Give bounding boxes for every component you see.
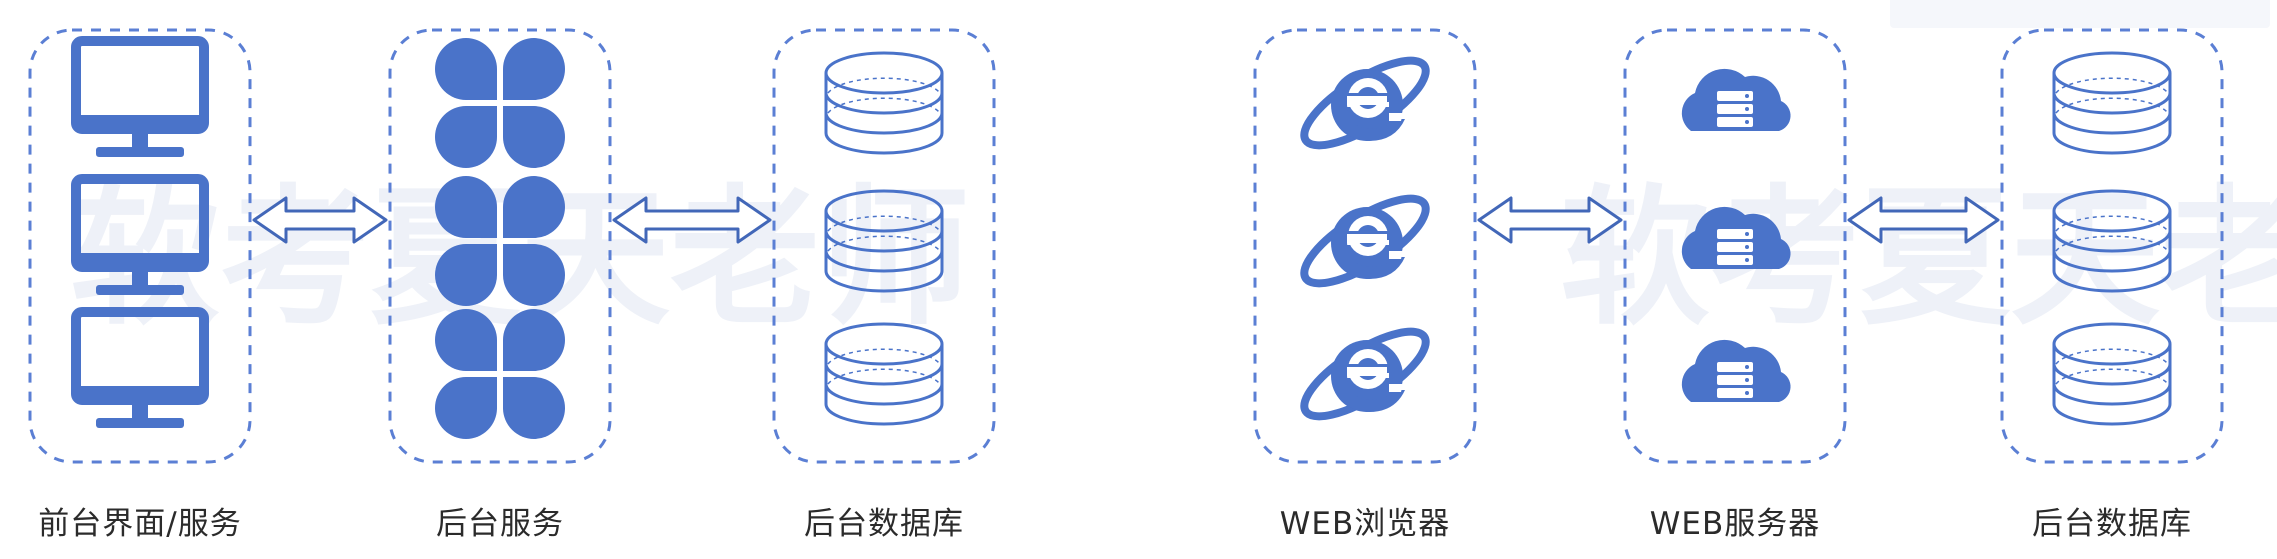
service-group-box (388, 28, 612, 464)
cloud-server-icon (1681, 68, 1791, 131)
node-label-webserver: WEB服务器 (1649, 506, 1821, 542)
database-icon (824, 51, 944, 155)
node-label-service: 后台服务 (436, 506, 564, 542)
bidirectional-arrow (1477, 196, 1623, 244)
node-label-database: 后台数据库 (2032, 506, 2192, 542)
node-label-client: 前台界面/服务 (38, 506, 242, 542)
monitor-icon (76, 41, 204, 157)
ie-browser-icon (1293, 46, 1437, 161)
bidirectional-arrow (612, 196, 772, 244)
ie-browser-icon (1293, 317, 1437, 432)
client-group-box (28, 28, 252, 464)
watermark-text: 软考夏天老 (1560, 172, 2277, 346)
database-group-box (2000, 28, 2224, 464)
bidirectional-arrow (1847, 196, 2000, 244)
bidirectional-arrow (252, 196, 388, 244)
clover-icon (435, 38, 565, 168)
ie-browser-icon (1293, 184, 1437, 299)
node-label-browser: WEB浏览器 (1279, 506, 1451, 542)
node-label-database: 后台数据库 (804, 506, 964, 542)
database-group-box (772, 28, 996, 464)
webserver-group-box (1623, 28, 1847, 464)
browser-group-box (1253, 28, 1477, 464)
database-icon (2052, 51, 2172, 155)
cloud-server-icon (1681, 339, 1791, 402)
